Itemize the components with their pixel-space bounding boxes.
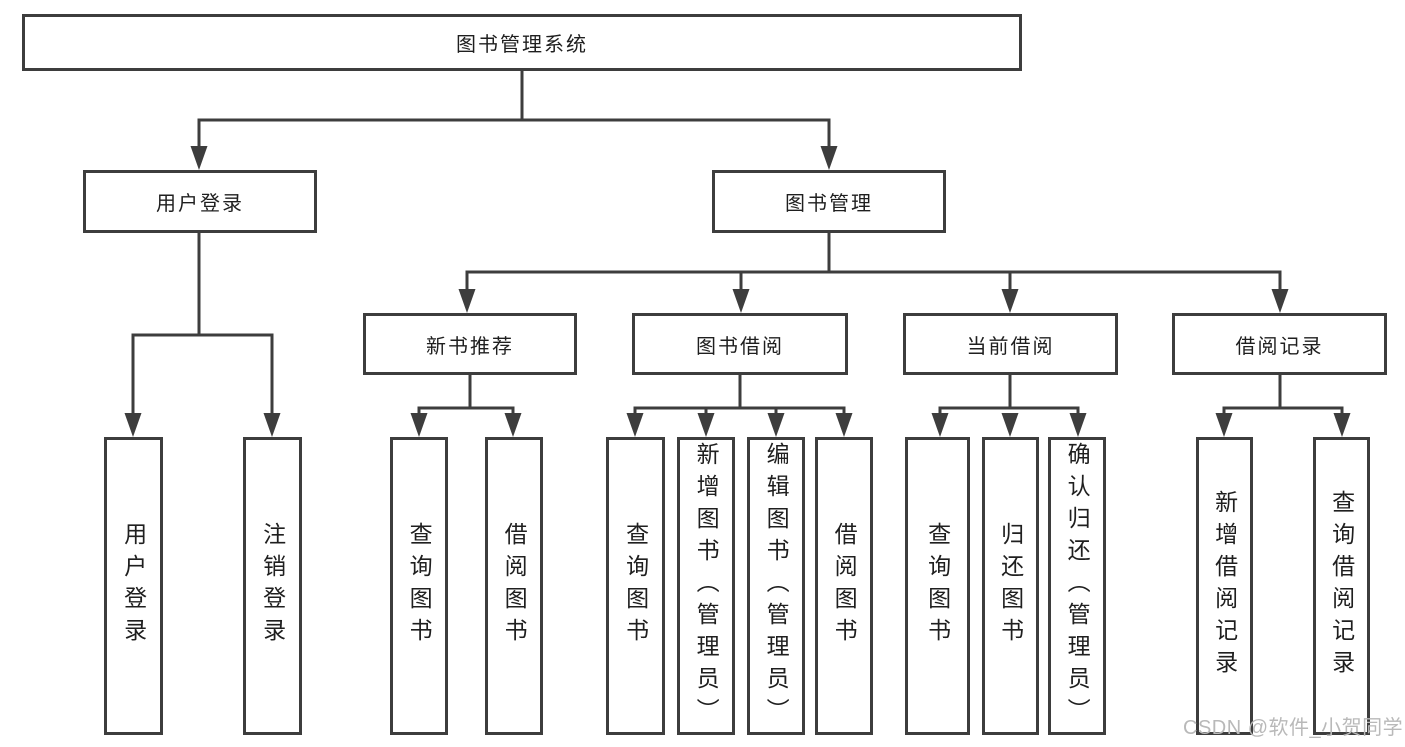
leaf-query-books-recommend: 查询图书	[390, 437, 448, 735]
arrowheads	[124, 146, 1351, 437]
leaf-query-books-borrow-label: 查询图书	[622, 522, 649, 650]
node-book-management-label: 图书管理	[785, 193, 873, 215]
leaf-edit-book-admin: 编辑图书（管理员）	[747, 437, 805, 735]
node-borrow-records: 借阅记录	[1172, 313, 1387, 375]
leaf-edit-book-admin-label: 编辑图书（管理员）	[763, 442, 790, 730]
node-new-book-recommend-label: 新书推荐	[426, 335, 514, 358]
leaf-borrow-books-borrow: 借阅图书	[815, 437, 873, 735]
leaf-return-book: 归还图书	[982, 437, 1039, 735]
node-new-book-recommend: 新书推荐	[363, 313, 577, 375]
watermark-text: CSDN @软件_小贺同学	[1183, 717, 1404, 739]
leaf-logout-label: 注销登录	[259, 522, 286, 650]
leaf-query-books-recommend-label: 查询图书	[406, 522, 433, 650]
leaf-borrow-books-recommend-label: 借阅图书	[501, 522, 528, 650]
node-user-login: 用户登录	[83, 170, 317, 233]
leaf-query-books-borrow: 查询图书	[606, 437, 665, 735]
node-current-borrow-label: 当前借阅	[966, 335, 1055, 358]
node-book-borrow: 图书借阅	[632, 313, 848, 375]
leaf-user-login: 用户登录	[104, 437, 163, 735]
leaf-query-books-current-label: 查询图书	[924, 522, 951, 650]
leaf-add-borrow-record-label: 新增借阅记录	[1211, 490, 1238, 682]
leaf-query-borrow-record-label: 查询借阅记录	[1328, 490, 1355, 682]
node-book-management: 图书管理	[712, 170, 946, 233]
leaf-add-book-admin-label: 新增图书（管理员）	[693, 442, 720, 730]
leaf-add-book-admin: 新增图书（管理员）	[677, 437, 735, 735]
node-book-borrow-label: 图书借阅	[696, 335, 784, 358]
node-user-login-label: 用户登录	[156, 193, 244, 215]
leaf-confirm-return-admin-label: 确认归还（管理员）	[1064, 442, 1091, 730]
node-root-label: 图书管理系统	[456, 34, 588, 56]
leaf-query-borrow-record: 查询借阅记录	[1313, 437, 1370, 735]
leaf-logout: 注销登录	[243, 437, 302, 735]
node-root: 图书管理系统	[22, 14, 1022, 71]
leaf-borrow-books-borrow-label: 借阅图书	[831, 522, 858, 650]
node-current-borrow: 当前借阅	[903, 313, 1118, 375]
leaf-query-books-current: 查询图书	[905, 437, 970, 735]
leaf-add-borrow-record: 新增借阅记录	[1196, 437, 1253, 735]
leaf-return-book-label: 归还图书	[997, 522, 1024, 650]
node-borrow-records-label: 借阅记录	[1235, 335, 1324, 358]
leaf-confirm-return-admin: 确认归还（管理员）	[1048, 437, 1106, 735]
leaf-user-login-label: 用户登录	[120, 522, 147, 650]
leaf-borrow-books-recommend: 借阅图书	[485, 437, 543, 735]
